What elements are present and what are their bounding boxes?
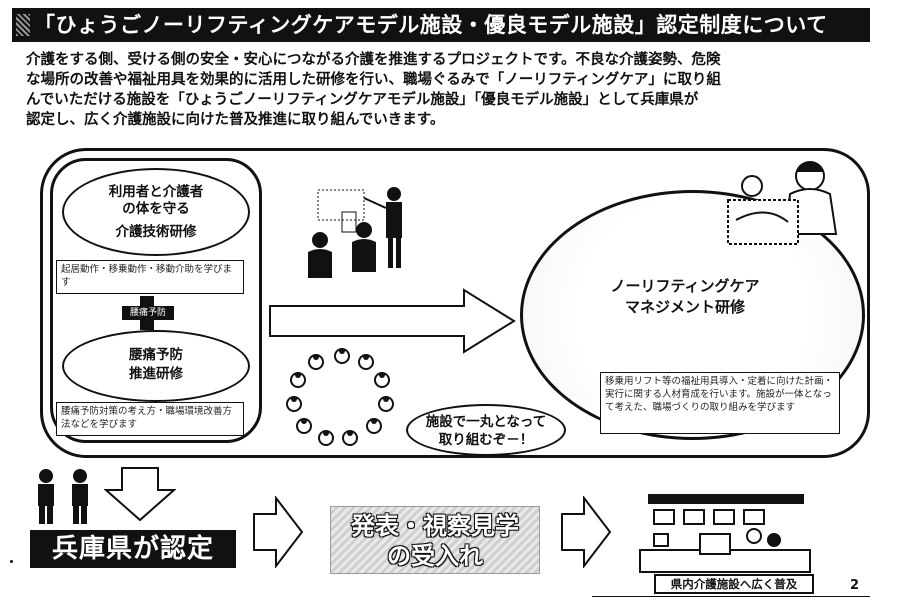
care-skill-note: 起居動作・移乗動作・移動介助を学びます	[56, 260, 244, 294]
program-frame	[40, 148, 870, 458]
oval2-line: 腰痛予防	[129, 347, 183, 363]
right-title-line: マネジメント研修	[624, 298, 745, 316]
right-arrow-icon	[269, 288, 516, 354]
prefecture-spread-label: 県内介護施設へ広く普及	[654, 574, 814, 594]
bubble-line: 施設で一丸となって	[425, 414, 547, 430]
bubble-line: 取り組むぞ－！	[438, 432, 534, 448]
intro-text: 介護をする側、受ける側の安全・安心につながる介護を推進するプロジェクトです。不良…	[26, 50, 876, 130]
back-pain-training-oval: 腰痛予防 推進研修	[62, 330, 250, 402]
caregiver-illustration	[727, 161, 838, 245]
oval1-line: 利用者と介護者	[108, 184, 204, 200]
presentation-visit-label: 発表・視察見学 の受入れ	[330, 506, 540, 574]
footer-rule	[592, 596, 870, 597]
oval1-line: 介護技術研修	[115, 224, 197, 240]
lecture-illustration	[308, 187, 402, 278]
connector-label: 腰痛予防	[122, 306, 174, 320]
back-pain-note: 腰痛予防対策の考え方・職場環境改善方法などを学びます	[56, 402, 244, 436]
down-arrow-icon	[104, 467, 176, 522]
officials-illustration	[38, 469, 88, 524]
page-title: 「ひょうごノーリフティングケアモデル施設・優良モデル施設」認定制度について	[12, 8, 870, 42]
intro-line: 認定し、広く介護施設に向けた普及推進に取り組んでいきます。	[26, 112, 445, 128]
flow-arrow-icon	[253, 496, 304, 568]
facility-illustration	[639, 494, 811, 573]
management-training-title: ノーリフティングケア マネジメント研修	[560, 276, 810, 318]
presentation-line: 発表・視察見学	[351, 512, 519, 540]
intro-line: んでいただける施設を「ひょうごノーリフティングケアモデル施設」「優良モデル施設」…	[26, 92, 699, 108]
management-note: 移乗用リフト等の福祉用具導入・定着に向けた計画・実行に関する人材育成を行います。…	[600, 372, 840, 434]
intro-line: 介護をする側、受ける側の安全・安心につながる介護を推進するプロジェクトです。不良…	[26, 52, 721, 68]
flow-arrow-icon	[561, 496, 612, 568]
team-circle-illustration	[286, 348, 394, 446]
oval1-line: の体を守る	[122, 201, 190, 217]
page-number: 2	[850, 578, 860, 593]
right-title-line: ノーリフティングケア	[610, 277, 760, 295]
stray-dot	[10, 560, 13, 563]
care-skill-training-oval: 利用者と介護者 の体を守る 介護技術研修	[62, 168, 250, 256]
team-speech-bubble: 施設で一丸となって 取り組むぞ－！	[406, 404, 566, 456]
intro-line: な場所の改善や福祉用具を効果的に活用した研修を行い、職場ぐるみで「ノーリフティン…	[26, 72, 721, 88]
prefecture-certification-label: 兵庫県が認定	[30, 530, 236, 568]
oval2-line: 推進研修	[129, 366, 183, 382]
presentation-line: の受入れ	[387, 542, 483, 570]
